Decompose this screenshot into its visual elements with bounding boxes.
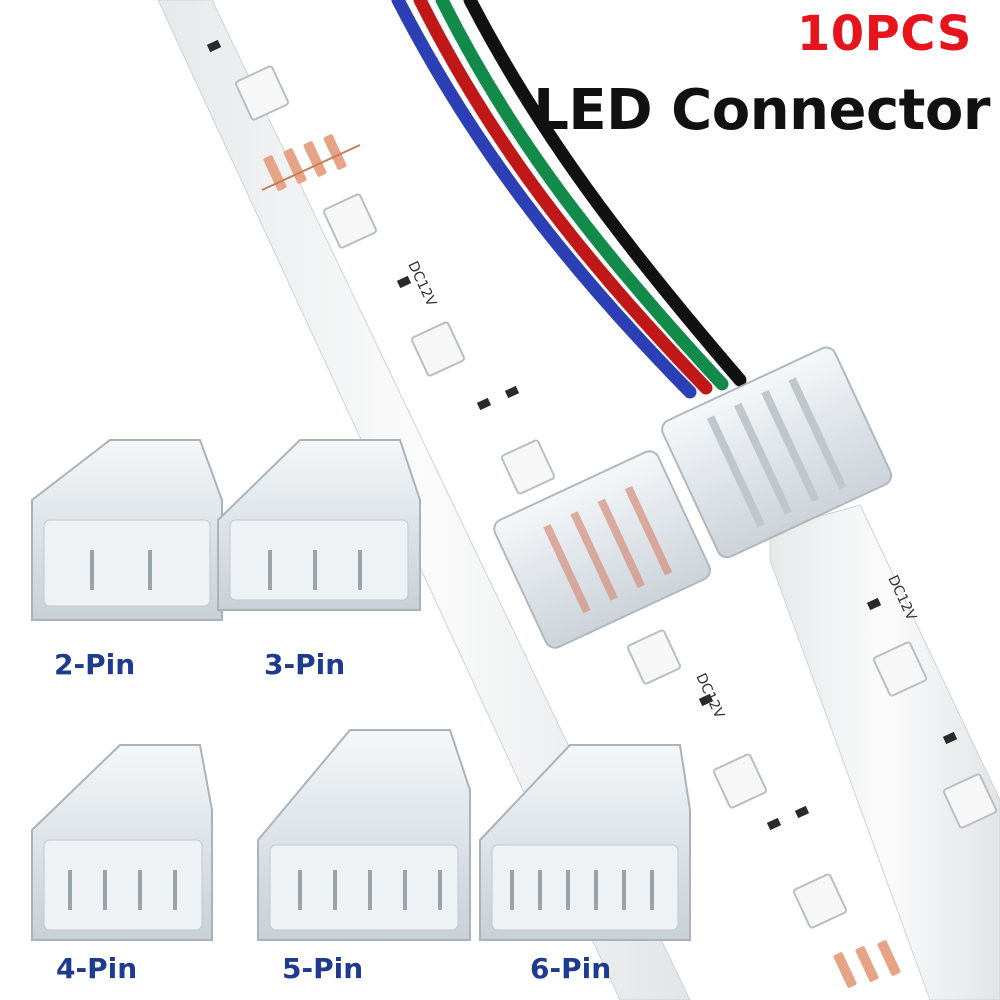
- connector-sample-4pin: [31, 744, 213, 941]
- rgb-wires: [391, 0, 747, 399]
- connector-sample-3pin: [217, 439, 421, 611]
- label-4-pin: 4-Pin: [56, 952, 138, 985]
- label-5-pin: 5-Pin: [282, 952, 364, 985]
- label-2-pin: 2-Pin: [54, 648, 136, 681]
- led-strip-left: DC12V DC12V: [157, 0, 901, 1000]
- strip-connector-left: [493, 450, 711, 649]
- strip-left-voltage-mark: DC12V: [404, 259, 439, 310]
- connector-sample-2pin: [31, 439, 223, 621]
- label-3-pin: 3-Pin: [264, 648, 346, 681]
- product-count: 10PCS: [796, 6, 972, 62]
- label-6-pin: 6-Pin: [530, 952, 612, 985]
- connector-sample-6pin: [479, 744, 691, 941]
- product-title: LED Connector: [533, 78, 990, 143]
- strip-left-voltage-mark-2: DC12V: [692, 671, 727, 722]
- led-strip-right: DC12V: [769, 504, 1000, 1000]
- wire-connector-right: [661, 346, 893, 559]
- connector-sample-5pin: [257, 729, 471, 941]
